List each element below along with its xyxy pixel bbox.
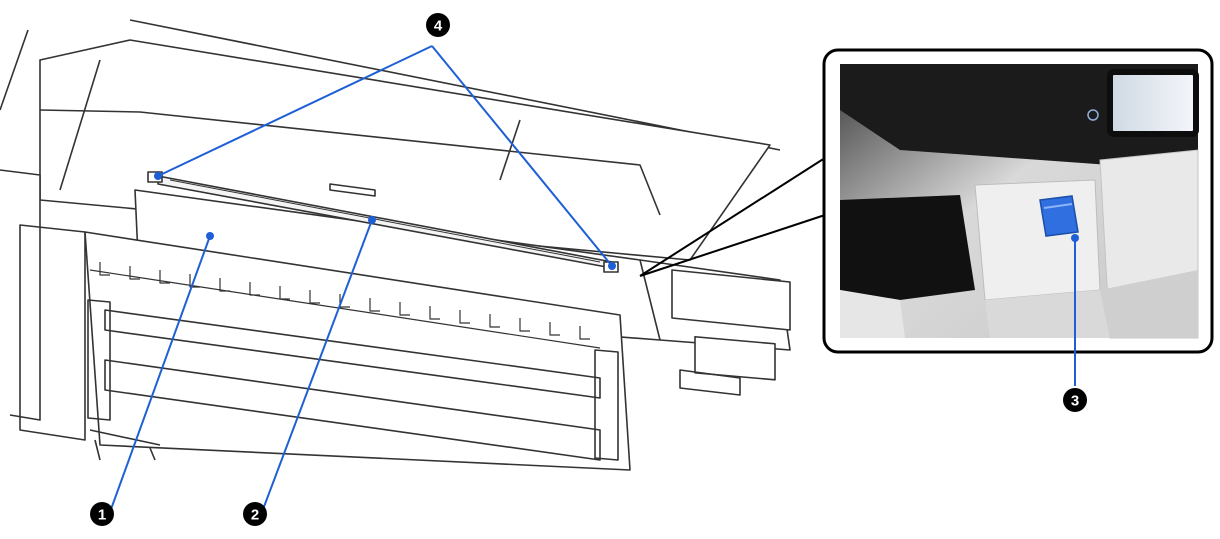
leader-lines: [109, 45, 1076, 513]
callout-1-label: 1: [98, 507, 106, 524]
leader-line-1: [109, 235, 211, 513]
printer-cover-divider: [59, 59, 101, 191]
callout-2: 2: [243, 502, 267, 526]
callout-4: 4: [426, 13, 450, 37]
callout-2-label: 2: [251, 507, 259, 524]
leader-line-2: [261, 219, 373, 513]
printer-cover-fold: [39, 109, 661, 216]
roller-right-cap: [594, 349, 619, 461]
paper-slot-inner: [169, 179, 601, 263]
printer-stand: [89, 429, 161, 461]
callout-4-label: 4: [434, 18, 443, 35]
leader-dot-4a: [154, 172, 162, 180]
paper-guide-teeth: [89, 262, 601, 349]
inset-blue-lever: [1039, 195, 1079, 237]
upper-roller: [104, 309, 601, 399]
printer-left-body-inner: [19, 224, 86, 441]
printer-cover-crease: [499, 119, 521, 181]
leader-line-4a: [157, 45, 433, 177]
control-panel-screen: [694, 336, 776, 381]
printer-left-frame: [0, 29, 29, 111]
leader-line-4b: [431, 45, 613, 267]
lower-roller: [104, 359, 601, 461]
leader-dot-3: [1071, 234, 1079, 242]
zoom-wedge: [639, 155, 829, 277]
inset-photo: [822, 48, 1214, 354]
inset-power-button: [1087, 109, 1099, 121]
printer-drawing: [0, 19, 829, 471]
leader-dot-4b: [608, 262, 616, 270]
printer-right-tab: [679, 369, 741, 396]
control-panel-housing: [671, 269, 791, 331]
inset-photo-content: [840, 64, 1199, 339]
slot-tab: [329, 183, 376, 197]
leader-dots: [154, 172, 1079, 270]
leader-dot-2: [368, 216, 376, 224]
callout-3-label: 3: [1071, 393, 1079, 410]
roller-left-cap: [87, 299, 111, 421]
inset-control-screen: [1107, 69, 1199, 137]
leader-dot-1: [206, 232, 214, 240]
callout-3: 3: [1063, 388, 1087, 412]
callout-1: 1: [90, 502, 114, 526]
